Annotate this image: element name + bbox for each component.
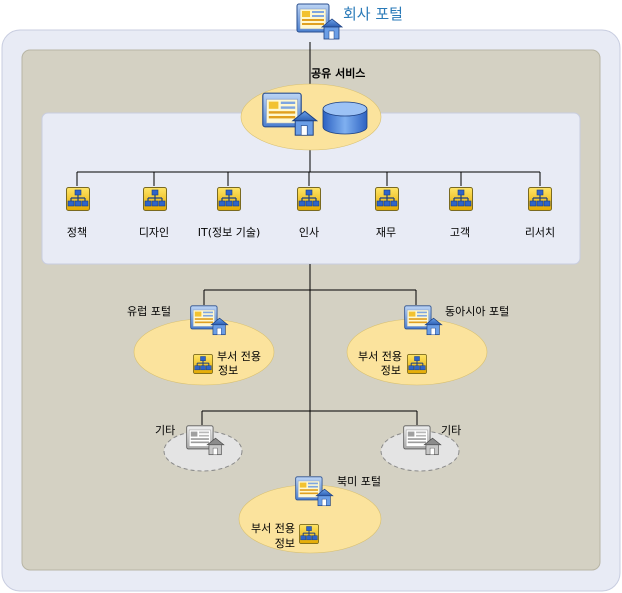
department-label-customer: 고객 <box>450 226 470 239</box>
north-america-department-info-line2: 정보 <box>275 537 295 550</box>
it-site-icon <box>217 187 241 211</box>
department-label-hr: 인사 <box>299 226 319 239</box>
customer-site-icon <box>449 187 473 211</box>
europe-department-info-line2: 정보 <box>218 364 238 377</box>
other-right-label: 기타 <box>441 424 461 437</box>
finance-site-icon <box>375 187 399 211</box>
department-label-policy: 정책 <box>67 226 87 239</box>
other-left-label: 기타 <box>155 424 175 437</box>
north-america-department-info-line1: 부서 전용 <box>251 522 295 535</box>
department-label-design: 디자인 <box>139 226 169 239</box>
company-portal-title: 회사 포털 <box>343 5 403 23</box>
design-site-icon <box>143 187 167 211</box>
department-label-finance: 재무 <box>376 226 396 239</box>
europe-department-site-icon <box>193 354 213 374</box>
east-asia-department-info-line1: 부서 전용 <box>358 350 402 363</box>
hr-site-icon <box>297 187 321 211</box>
research-site-icon <box>528 187 552 211</box>
east-asia-portal-label: 동아시아 포털 <box>445 305 509 318</box>
database-icon <box>322 101 368 135</box>
east-asia-department-site-icon <box>407 354 427 374</box>
policy-site-icon <box>66 187 90 211</box>
north-america-portal-label: 북미 포털 <box>337 475 381 488</box>
east-asia-department-info-line2: 정보 <box>381 364 401 377</box>
north-america-department-site-icon <box>299 524 319 544</box>
department-label-it: IT(정보 기술) <box>198 226 261 239</box>
europe-department-info-line1: 부서 전용 <box>217 350 261 363</box>
europe-portal-label: 유럽 포털 <box>127 304 171 318</box>
shared-services-label: 공유 서비스 <box>311 66 365 80</box>
department-label-research: 리서치 <box>525 226 555 239</box>
